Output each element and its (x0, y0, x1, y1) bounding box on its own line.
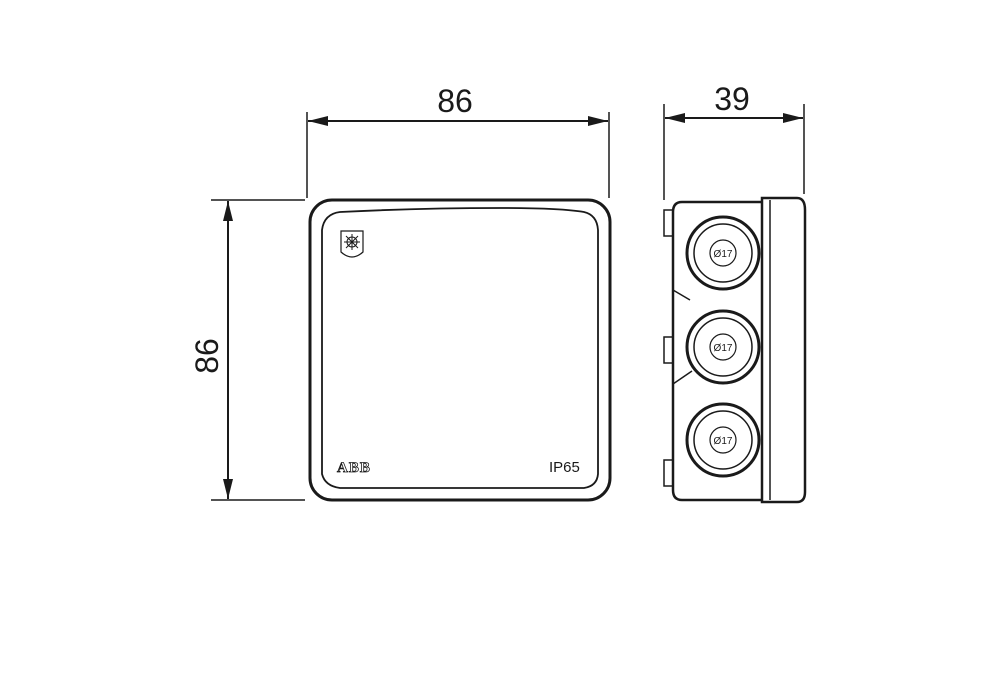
box-outer-outline (308, 198, 612, 502)
cable-gland-bottom: Ø17 (685, 402, 761, 478)
front-view: ABB IP65 (308, 198, 612, 502)
ip-rating-label: IP65 (549, 459, 580, 476)
width-dimension-label: 86 (437, 83, 473, 119)
cable-gland-top: Ø17 (685, 215, 761, 291)
height-dimension-label: 86 (189, 338, 225, 374)
front-width-dimension: 86 (306, 83, 610, 198)
side-mounting-tabs (663, 209, 674, 487)
side-lid-outline (760, 196, 807, 504)
side-depth-dimension: 39 (663, 81, 805, 200)
shield-logo-icon (340, 230, 364, 258)
lid-inner-outline (321, 207, 599, 489)
gland-diameter-label: Ø17 (714, 436, 733, 447)
gland-diameter-label: Ø17 (714, 343, 733, 354)
depth-dimension-label: 39 (714, 81, 750, 117)
cable-gland-middle: Ø17 (685, 309, 761, 385)
gland-diameter-label: Ø17 (714, 249, 733, 260)
side-view: Ø17 Ø17 Ø17 (663, 196, 807, 504)
front-height-dimension: 86 (189, 199, 305, 501)
brand-logo: ABB (337, 460, 371, 476)
